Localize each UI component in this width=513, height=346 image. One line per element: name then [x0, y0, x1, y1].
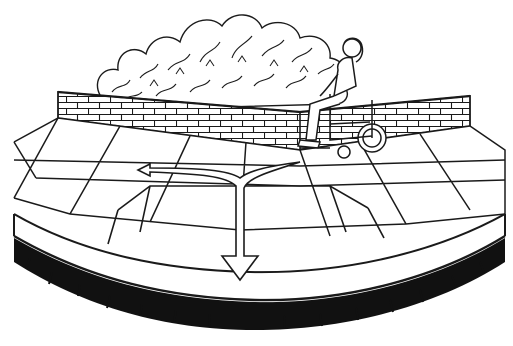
grass-edge	[14, 238, 505, 330]
shrubbery	[97, 15, 347, 110]
